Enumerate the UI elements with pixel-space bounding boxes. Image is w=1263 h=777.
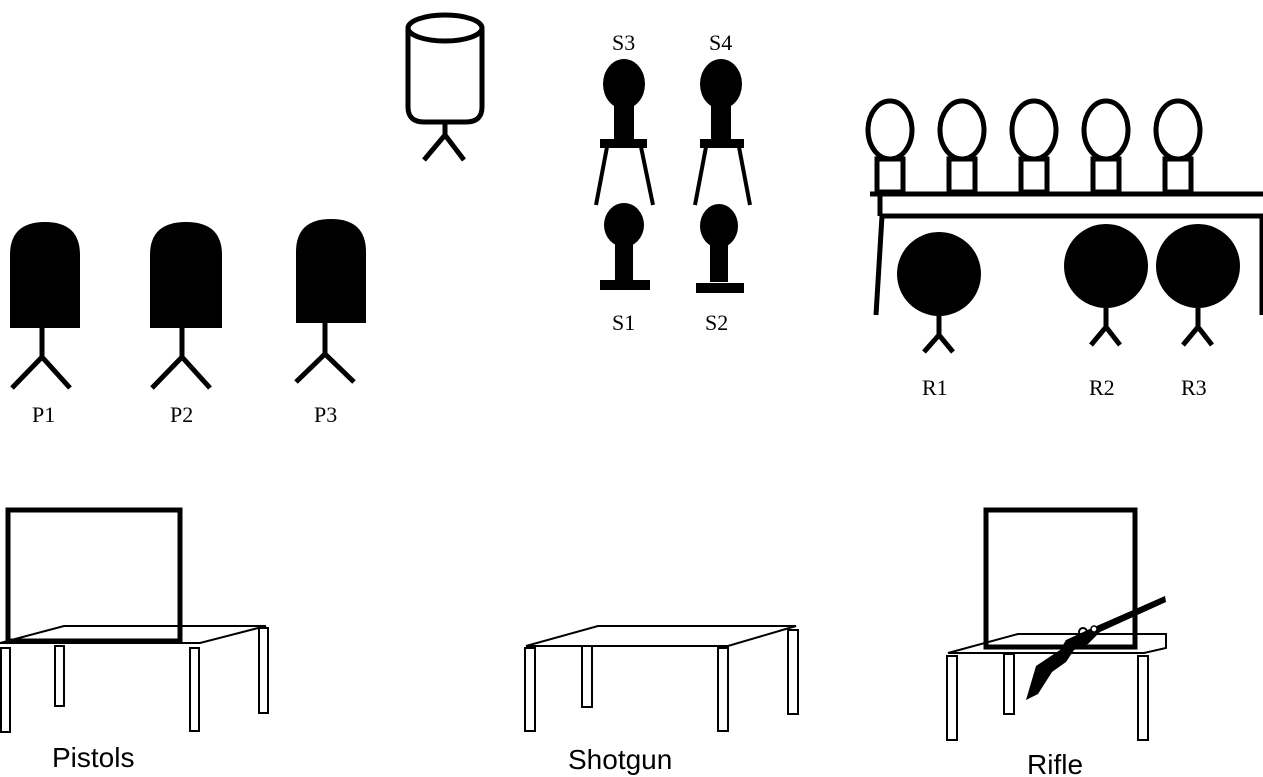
pistol-target-p1: P1: [10, 222, 80, 427]
rifle-target-r3: R3: [1156, 224, 1240, 400]
label-s2: S2: [705, 310, 728, 335]
label-p1: P1: [32, 402, 55, 427]
rifle-target-r1: R1: [897, 232, 981, 400]
label-r1: R1: [922, 375, 948, 400]
rifle-icon: [1026, 596, 1166, 700]
label-r3: R3: [1181, 375, 1207, 400]
shotgun-target-s3: S3: [594, 30, 655, 206]
rack-plate: [865, 98, 915, 195]
station-label-pistols: Pistols: [52, 742, 134, 773]
shotgun-table-top: [525, 625, 797, 647]
label-p2: P2: [170, 402, 193, 427]
rack-plate: [1153, 98, 1203, 195]
label-p3: P3: [314, 402, 337, 427]
rack-plate: [1081, 98, 1131, 195]
shotgun-target-s1: S1: [600, 203, 650, 335]
label-r2: R2: [1089, 375, 1115, 400]
rifle-plate-rack: [865, 98, 1263, 316]
pistol-target-p3: P3: [294, 219, 366, 427]
rifle-prop-frame: [983, 507, 1138, 650]
label-s3: S3: [612, 30, 635, 55]
shotgun-target-s2: S2: [696, 204, 744, 335]
rack-plate: [937, 98, 987, 195]
label-s1: S1: [612, 310, 635, 335]
rack-plate: [1009, 98, 1059, 195]
pistols-station: Pistols: [0, 507, 269, 773]
label-s4: S4: [709, 30, 732, 55]
pistols-prop-frame: [5, 507, 183, 644]
barrel-target: [405, 12, 485, 162]
rifle-table-top: [947, 633, 1167, 654]
rifle-target-r2: R2: [1064, 224, 1148, 400]
shotgun-station: Shotgun: [524, 625, 799, 775]
pistol-target-p2: P2: [150, 222, 222, 427]
pistols-table-top: [0, 625, 267, 644]
rifle-station: Rifle: [946, 507, 1167, 777]
station-label-rifle: Rifle: [1027, 749, 1083, 777]
station-label-shotgun: Shotgun: [568, 744, 672, 775]
shotgun-target-s4: S4: [693, 30, 752, 206]
